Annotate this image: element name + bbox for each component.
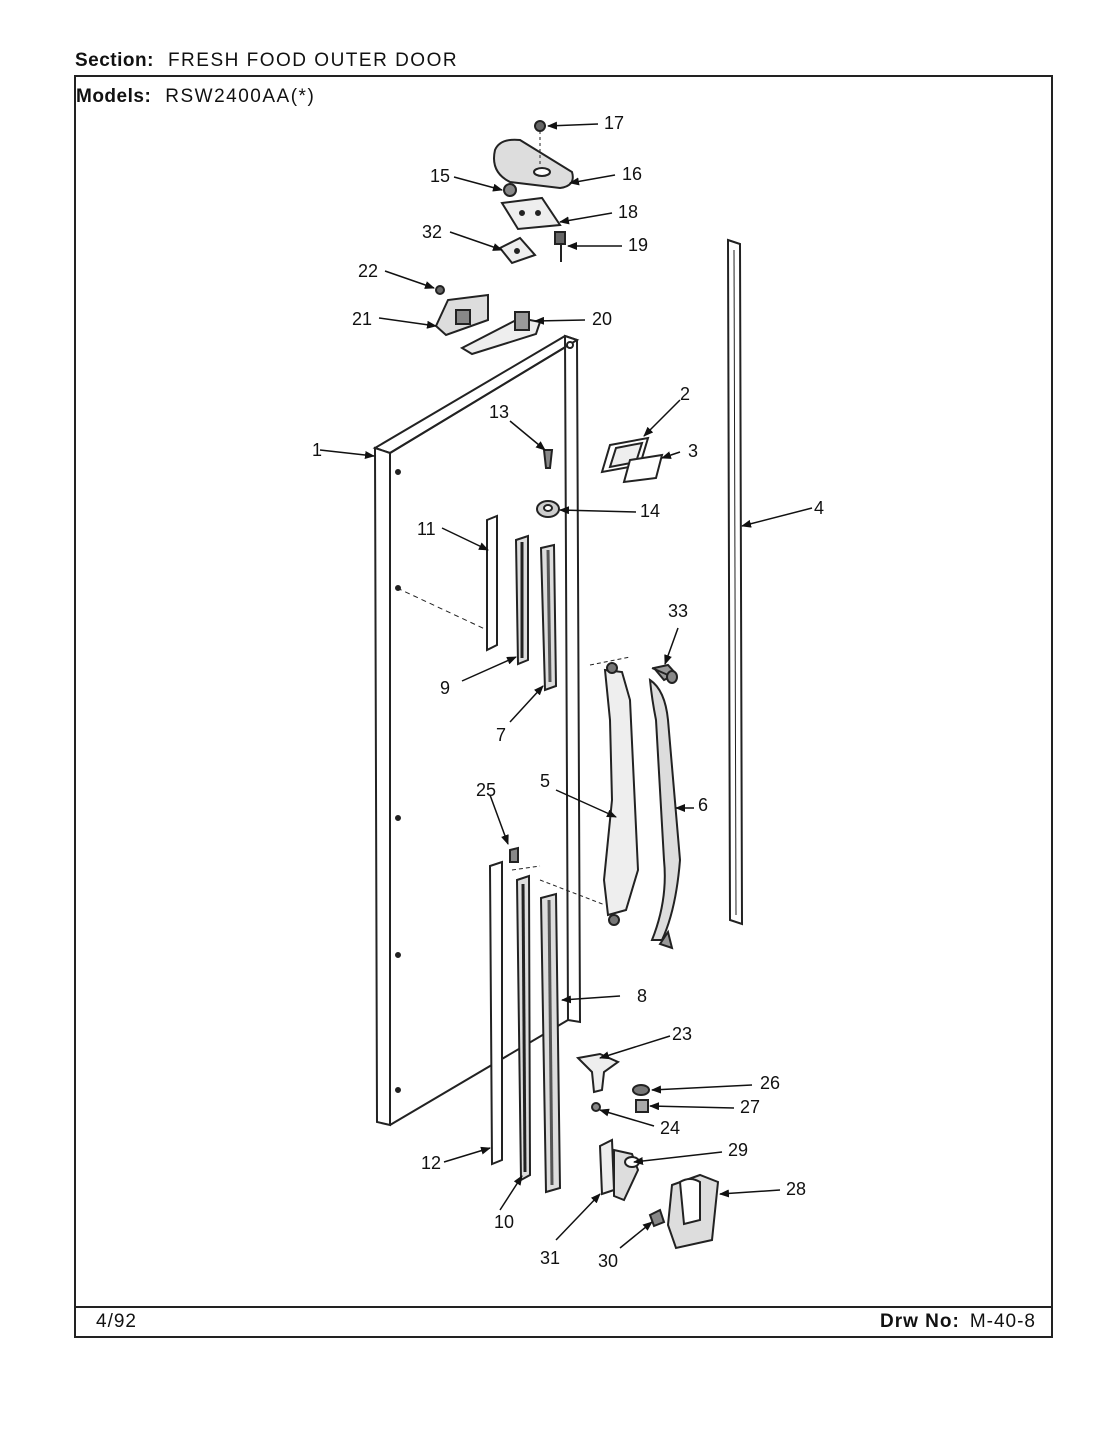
callout-5: 5 bbox=[540, 771, 550, 791]
callout-12: 12 bbox=[421, 1153, 441, 1173]
bottom-hinge-parts bbox=[575, 1052, 720, 1250]
callout-7: 7 bbox=[496, 725, 506, 745]
callout-26: 26 bbox=[760, 1073, 780, 1093]
models-value: RSW2400AA(*) bbox=[165, 86, 316, 107]
callout-4: 4 bbox=[814, 498, 824, 518]
callout-6: 6 bbox=[698, 795, 708, 815]
section-label: Section: bbox=[75, 50, 154, 71]
callout-14: 14 bbox=[640, 501, 660, 521]
callout-3: 3 bbox=[688, 441, 698, 461]
callout-numbers: 1 2 3 4 5 6 7 8 9 10 11 12 13 14 15 16 1… bbox=[312, 113, 824, 1271]
callout-23: 23 bbox=[672, 1024, 692, 1044]
callout-15: 15 bbox=[430, 166, 450, 186]
callout-33: 33 bbox=[668, 601, 688, 621]
callout-16: 16 bbox=[622, 164, 642, 184]
callout-18: 18 bbox=[618, 202, 638, 222]
drawing-number-line: Drw No: M-40-8 bbox=[880, 1311, 1036, 1333]
door-handle bbox=[539, 656, 682, 950]
callout-31: 31 bbox=[540, 1248, 560, 1268]
callout-10: 10 bbox=[494, 1212, 514, 1232]
callout-2: 2 bbox=[680, 384, 690, 404]
drawing-frame bbox=[74, 75, 1053, 1338]
callout-17: 17 bbox=[604, 113, 624, 133]
callout-1: 1 bbox=[312, 440, 322, 460]
callout-13: 13 bbox=[489, 402, 509, 422]
leader-lines bbox=[319, 121, 813, 1249]
door-panel bbox=[372, 334, 582, 1127]
callout-27: 27 bbox=[740, 1097, 760, 1117]
callout-19: 19 bbox=[628, 235, 648, 255]
callout-8: 8 bbox=[637, 986, 647, 1006]
callout-29: 29 bbox=[728, 1140, 748, 1160]
section-heading: Section: FRESH FOOD OUTER DOOR bbox=[75, 50, 458, 72]
callout-30: 30 bbox=[598, 1251, 618, 1271]
footer-divider bbox=[74, 1306, 1053, 1308]
drawing-number-value: M-40-8 bbox=[969, 1311, 1036, 1332]
models-label: Models: bbox=[76, 86, 152, 107]
section-value: FRESH FOOD OUTER DOOR bbox=[167, 50, 459, 71]
top-hinge-cover bbox=[434, 120, 574, 356]
callout-28: 28 bbox=[786, 1179, 806, 1199]
callout-20: 20 bbox=[592, 309, 612, 329]
callout-11: 11 bbox=[417, 519, 436, 539]
upper-trim-rails bbox=[396, 514, 558, 692]
lower-trim-rails bbox=[488, 846, 562, 1194]
handle-screw bbox=[651, 667, 678, 684]
callout-32: 32 bbox=[422, 222, 442, 242]
models-heading: Models: RSW2400AA(*) bbox=[76, 86, 315, 108]
door-gasket-strip bbox=[726, 238, 744, 926]
callout-21: 21 bbox=[352, 309, 372, 329]
callout-22: 22 bbox=[358, 261, 378, 281]
callout-9: 9 bbox=[440, 678, 450, 698]
small-door-parts bbox=[536, 436, 664, 518]
drawing-number-label: Drw No: bbox=[879, 1311, 960, 1332]
callout-25: 25 bbox=[476, 780, 496, 800]
callout-24: 24 bbox=[660, 1118, 680, 1138]
revision-date: 4/92 bbox=[96, 1311, 137, 1332]
